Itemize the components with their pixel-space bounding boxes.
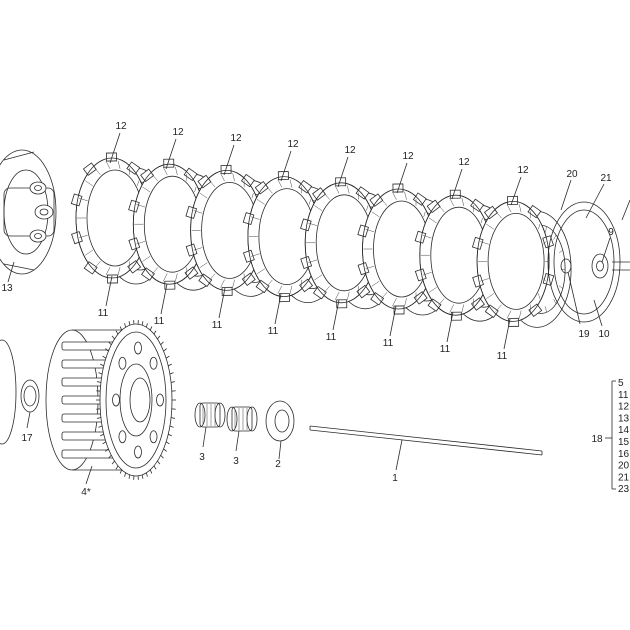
label-11-8: 11 [497,351,508,362]
clutch-basket-4 [45,320,176,480]
kit-item-11: 11 [618,390,629,401]
label-11-1: 11 [98,308,109,319]
label-9: 9 [608,227,614,238]
plate-pair-8 [471,195,572,328]
kit-item-16: 16 [618,449,630,460]
label-12-4: 12 [287,139,299,150]
pressure-plate-21 [547,201,630,323]
needle-bearing-3b [226,406,258,432]
kit-item-15: 15 [618,437,630,448]
clutch-hub-13 [0,149,57,275]
kit-item-12: 12 [618,402,630,413]
label-17: 17 [21,433,33,444]
leader-lines [7,132,630,490]
label-12-6: 12 [402,151,414,162]
label-3b: 3 [233,456,239,467]
washer-17 [0,339,40,445]
label-11-6: 11 [383,338,394,349]
push-rod-1 [309,425,543,456]
label-1: 1 [392,473,398,484]
label-4: 4* [81,487,91,498]
label-11-4: 11 [268,326,279,337]
kit-item-5: 5 [618,378,624,389]
needle-bearing-3a [194,402,226,428]
label-20: 20 [566,169,578,180]
kit-item-13: 13 [618,413,630,424]
clutch-plates-group [70,152,572,328]
thrust-washer-2 [265,400,295,442]
label-2: 2 [275,459,281,470]
label-11-2: 11 [154,316,165,327]
callout-labels: 12 12 12 12 12 12 12 12 11 11 11 11 11 1… [1,121,614,498]
label-13: 13 [1,283,13,294]
label-18: 18 [591,434,603,445]
label-12-8: 12 [517,165,529,176]
label-12-5: 12 [344,145,356,156]
kit-item-20: 20 [618,461,630,472]
kit-item-14: 14 [618,425,630,436]
label-21: 21 [600,173,612,184]
label-12-2: 12 [172,127,184,138]
label-11-3: 11 [212,320,223,331]
kit-item-23: 23 [618,484,630,495]
label-12-3: 12 [230,133,242,144]
label-19: 19 [578,329,590,340]
label-10: 10 [598,329,610,340]
label-12-1: 12 [115,121,127,132]
label-3a: 3 [199,452,205,463]
label-12-7: 12 [458,157,470,168]
label-11-7: 11 [440,344,451,355]
label-11-5: 11 [326,332,337,343]
kit-item-21: 21 [618,472,630,483]
